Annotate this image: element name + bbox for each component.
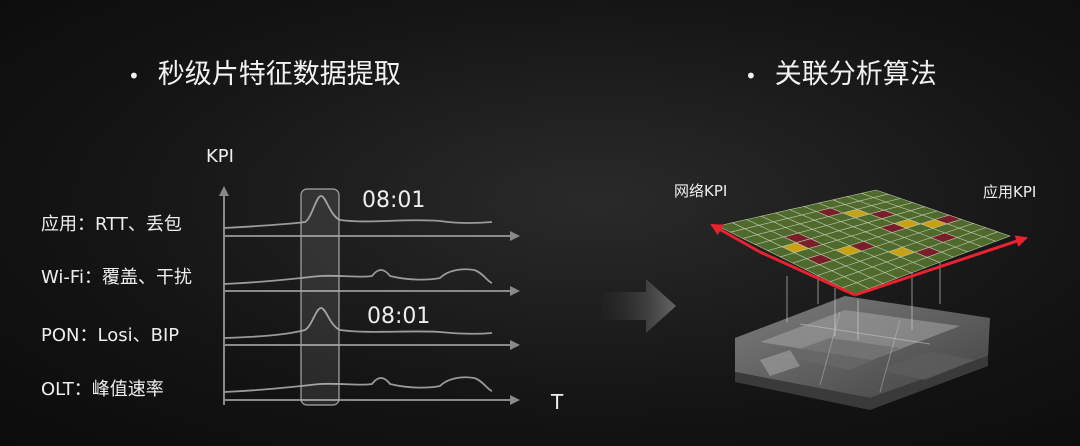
grid-cell — [982, 231, 1011, 242]
network-kpi-axis-line — [759, 250, 856, 297]
right-heading-text: 关联分析算法 — [774, 59, 937, 90]
correlation-grid — [717, 189, 1011, 295]
row-label-pon: PON：Losi、BIP — [41, 325, 180, 346]
left-heading: • 秒级片特征数据提取 — [128, 52, 401, 91]
floor-plan-3d — [735, 296, 990, 410]
left-heading-text: 秒级片特征数据提取 — [157, 59, 401, 90]
transition-arrow-icon — [602, 279, 676, 333]
time-label-top: 08:01 — [362, 188, 426, 213]
bullet-icon: • — [128, 63, 140, 88]
wifi-curve — [223, 268, 493, 285]
pon-curve — [223, 307, 493, 339]
time-label-bottom: 08:01 — [367, 304, 431, 329]
row-label-olt: OLT：峰值速率 — [41, 379, 164, 400]
olt-curve — [223, 376, 493, 393]
app-kpi-axis — [854, 235, 1028, 297]
time-window-highlight — [300, 188, 340, 406]
network-kpi-axis — [710, 223, 761, 254]
rtt-curve — [223, 195, 493, 229]
bullet-icon: • — [745, 63, 757, 88]
app-kpi-label: 应用KPI — [983, 183, 1037, 201]
row-label-app: 应用：RTT、丢包 — [41, 214, 182, 235]
network-kpi-label: 网络KPI — [674, 182, 728, 200]
right-heading: • 关联分析算法 — [745, 52, 937, 91]
time-axis-label: T — [551, 390, 564, 414]
kpi-axis-label: KPI — [206, 146, 234, 167]
row-label-wifi: Wi-Fi：覆盖、干扰 — [41, 267, 192, 288]
